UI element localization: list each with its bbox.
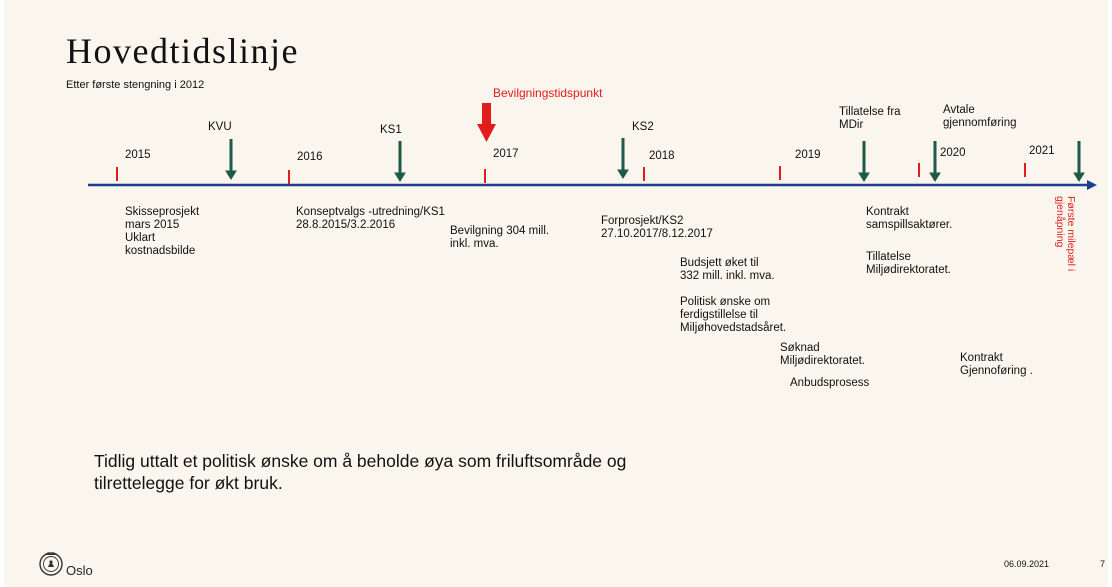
note-kontrakt-samspill: Kontrakt samspillsaktører.	[866, 206, 953, 231]
year-label: 2021	[1029, 145, 1055, 157]
note-skisseprosjekt: Skisseprosjekt mars 2015 Uklart kostnads…	[125, 206, 200, 257]
note-konseptvalg: Konseptvalgs -utredning/KS1 28.8.2015/3.…	[296, 206, 445, 231]
milestone-arrow-mdir	[858, 141, 870, 182]
note-anbud: Anbudsprosess	[790, 377, 870, 389]
page-number: 7	[1100, 559, 1106, 569]
milestone-arrow-first	[1073, 141, 1085, 182]
oslo-seal-icon	[39, 552, 63, 576]
year-label: 2019	[795, 149, 821, 161]
milestone-arrow-ks2	[617, 138, 629, 179]
year-label: 2018	[649, 150, 675, 162]
first-milestone-label-box: Første milepæl i gjenåpning	[1054, 196, 1086, 296]
political-statement: Tidlig uttalt et politisk ønske om å beh…	[94, 451, 627, 493]
page-title: Hovedtidslinje	[66, 31, 299, 71]
note-bevilgning: Bevilgning 304 mill. inkl. mva.	[450, 225, 550, 250]
note-politisk: Politisk ønske om ferdigstillelse til Mi…	[680, 296, 787, 334]
year-label: 2015	[125, 149, 151, 161]
note-kontrakt-gjennomforing: Kontrakt Gjennoføring .	[960, 352, 1033, 377]
timeline-graphic	[88, 103, 1097, 190]
milestone-label-mdir: Tillatelse fra MDir	[839, 106, 901, 131]
milestone-arrows	[225, 138, 1085, 182]
note-soknad: Søknad Miljødirektoratet.	[780, 342, 865, 367]
year-label: 2020	[940, 147, 966, 159]
milestone-label-ks2: KS2	[632, 121, 654, 133]
year-label: 2016	[297, 151, 323, 163]
milestone-arrow-avtale	[929, 141, 941, 182]
page-subtitle: Etter første stengning i 2012	[66, 79, 205, 91]
footer-date: 06.09.2021	[1004, 559, 1050, 569]
footer-brand: Oslo	[66, 563, 93, 578]
first-milestone-label: Første milepæl i gjenåpning	[1054, 196, 1077, 272]
milestone-arrow-ks1	[394, 141, 406, 182]
note-forprosjekt: Forprosjekt/KS2 27.10.2017/8.12.2017	[601, 215, 713, 240]
milestone-label-kvu: KVU	[208, 121, 232, 133]
slide: Hovedtidslinje Etter første stengning i …	[4, 0, 1108, 587]
milestone-arrow-kvu	[225, 139, 237, 180]
milestone-label-avtale: Avtale gjennomføring	[943, 104, 1017, 129]
year-ticks	[116, 163, 1026, 184]
funding-point-label: Bevilgningstidspunkt	[493, 86, 603, 100]
year-label: 2017	[493, 148, 519, 160]
note-budsjett: Budsjett øket til 332 mill. inkl. mva.	[680, 257, 775, 282]
note-tillatelse: Tillatelse Miljødirektoratet.	[866, 251, 951, 276]
milestone-label-ks1: KS1	[380, 124, 402, 136]
funding-point-arrow	[477, 103, 496, 142]
